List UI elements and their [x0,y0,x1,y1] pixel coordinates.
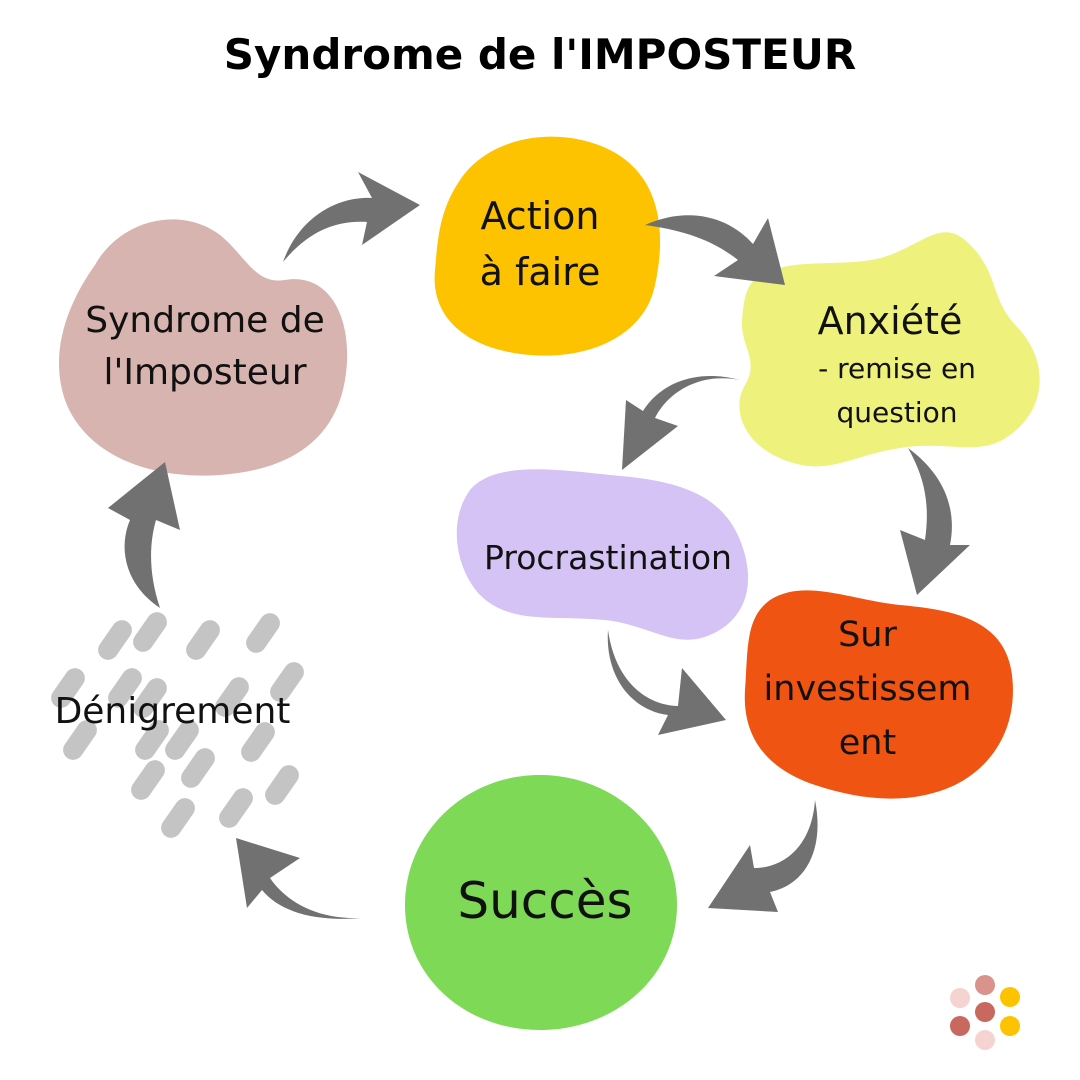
succes-label: Succès [457,872,633,930]
action-blob [434,136,661,356]
anxiete-label: Anxiété - remise en question [780,295,1000,435]
procrastination-label: Procrastination [484,538,732,577]
denigrement-label: Dénigrement [54,691,291,732]
syndrome-label: Syndrome de l'Imposteur [55,295,355,399]
anxiete-blob [739,232,1040,467]
denigrement-pill [131,760,165,800]
syndrome-label-line1: Syndrome de [85,300,325,341]
arrow-succes-to-denigrement [236,838,362,919]
procrastination-blob [456,469,749,640]
denigrement-pill [246,613,280,653]
denigrement-pill [165,720,199,760]
denigrement-pill [108,668,142,708]
arrow-procrastination-to-surinvest [607,630,726,735]
sur-investissement-label: Sur investissem ent [745,608,990,770]
logo-mark [950,975,1020,1050]
denigrement-pill [98,620,132,660]
denigrement-pill [135,720,169,760]
diagram-title: Syndrome de l'IMPOSTEUR [223,30,857,79]
action-label: Action à faire [435,188,645,300]
denigrement-pill [63,720,97,760]
arrow-anxiete-to-procrastination [622,375,740,470]
denigrement-pill [51,668,85,708]
arrow-syndrome-to-action [283,172,420,262]
denigrement-pill [270,662,304,702]
sur-investissement-label-line3: ent [838,723,897,763]
arrow-action-to-anxiete [645,215,785,285]
sur-investissement-label-line2: investissem [763,669,972,709]
denigrement-pill [161,798,195,838]
arrow-surinvest-to-succes [708,800,818,912]
denigrement-pill [241,722,275,762]
anxiete-label-line2: - remise en [818,352,976,385]
action-label-line1: Action [480,194,600,238]
denigrement-pill [215,677,249,717]
syndrome-blob [58,219,348,476]
syndrome-label-line2: l'Imposteur [103,352,307,393]
denigrement-pill [186,620,220,660]
sur-investissement-blob [744,590,1013,799]
anxiete-label-line1: Anxiété [817,299,963,343]
action-label-line2: à faire [479,250,601,294]
anxiete-label-line3: question [836,396,958,429]
denigrement-pill [133,678,167,718]
arrow-anxiete-to-surinvest [900,448,970,595]
denigrement-pill [265,765,299,805]
denigrement-pill [133,612,167,652]
arrows [108,172,970,919]
arrow-denigrement-to-syndrome [108,462,180,608]
succes-circle [405,775,677,1030]
denigrement-pill [219,788,253,828]
denigrement-pattern [51,612,304,838]
denigrement-pill [181,748,215,788]
sur-investissement-label-line1: Sur [838,615,897,655]
